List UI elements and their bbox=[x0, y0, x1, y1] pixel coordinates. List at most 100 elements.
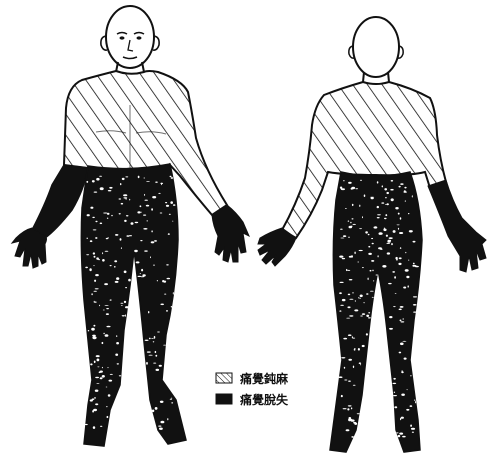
speckle bbox=[109, 187, 112, 189]
speckle bbox=[170, 201, 173, 204]
legend-item-solid: 痛覺脫失 bbox=[216, 392, 289, 407]
speckle bbox=[394, 392, 395, 393]
speckle bbox=[360, 295, 363, 298]
speckle bbox=[170, 176, 172, 177]
speckle bbox=[385, 197, 387, 198]
speckle bbox=[362, 313, 365, 315]
speckle bbox=[407, 389, 408, 390]
speckle bbox=[166, 205, 169, 207]
speckle bbox=[350, 222, 351, 224]
speckle bbox=[100, 426, 102, 427]
back-view-figure bbox=[258, 17, 486, 452]
speckle bbox=[111, 215, 112, 216]
speckle bbox=[95, 221, 97, 222]
speckle bbox=[155, 351, 157, 353]
speckle bbox=[151, 338, 154, 339]
speckle bbox=[171, 306, 172, 308]
speckle bbox=[137, 211, 140, 213]
speckle bbox=[94, 301, 95, 303]
speckle bbox=[398, 228, 399, 230]
speckle bbox=[368, 253, 372, 255]
speckle bbox=[341, 357, 345, 358]
speckle bbox=[366, 333, 368, 335]
speckle bbox=[377, 181, 379, 183]
front-left-forearm-analgesia bbox=[32, 165, 88, 238]
speckle bbox=[108, 394, 111, 396]
speckle bbox=[403, 318, 404, 319]
speckle bbox=[400, 343, 404, 346]
speckle bbox=[85, 424, 88, 425]
speckle bbox=[129, 199, 130, 201]
speckle bbox=[372, 243, 374, 245]
speckle bbox=[160, 304, 164, 306]
speckle bbox=[146, 362, 148, 365]
speckle bbox=[401, 321, 405, 322]
speckle bbox=[116, 335, 117, 337]
speckle bbox=[391, 243, 393, 245]
front-left-hand-analgesia bbox=[12, 228, 47, 268]
speckle bbox=[157, 280, 158, 281]
speckle bbox=[379, 232, 383, 235]
speckle bbox=[348, 405, 352, 406]
speckle bbox=[391, 198, 394, 201]
legend-swatch-hatched bbox=[216, 373, 232, 383]
speckle bbox=[95, 377, 99, 378]
speckle bbox=[95, 237, 97, 239]
speckle bbox=[412, 195, 413, 197]
speckle bbox=[389, 328, 393, 330]
speckle bbox=[387, 252, 390, 254]
speckle bbox=[371, 197, 374, 199]
speckle bbox=[392, 271, 395, 273]
speckle bbox=[387, 203, 389, 205]
speckle bbox=[94, 291, 97, 292]
speckle bbox=[352, 218, 354, 219]
speckle bbox=[166, 310, 168, 312]
speckle bbox=[358, 348, 360, 351]
speckle bbox=[171, 402, 173, 403]
speckle bbox=[386, 243, 390, 244]
speckle bbox=[359, 205, 360, 207]
speckle bbox=[151, 208, 153, 210]
speckle bbox=[93, 229, 97, 230]
speckle bbox=[397, 225, 400, 226]
speckle bbox=[342, 258, 345, 259]
speckle bbox=[153, 265, 155, 266]
speckle bbox=[376, 275, 378, 276]
speckle bbox=[103, 333, 104, 334]
speckle bbox=[140, 273, 141, 274]
speckle bbox=[358, 262, 359, 263]
speckle bbox=[345, 208, 347, 209]
speckle bbox=[349, 256, 352, 258]
speckle bbox=[138, 176, 140, 179]
speckle bbox=[158, 426, 161, 427]
speckle bbox=[405, 269, 409, 272]
speckle bbox=[402, 341, 406, 342]
speckle bbox=[342, 299, 346, 301]
speckle bbox=[358, 297, 359, 298]
speckle bbox=[109, 380, 113, 382]
speckle bbox=[88, 330, 89, 331]
speckle bbox=[359, 228, 362, 229]
speckle bbox=[366, 315, 369, 317]
speckle bbox=[404, 191, 407, 192]
speckle bbox=[340, 238, 344, 239]
speckle bbox=[351, 407, 352, 409]
speckle bbox=[102, 342, 104, 344]
speckle bbox=[144, 250, 148, 251]
speckle bbox=[95, 403, 98, 405]
speckle bbox=[124, 271, 127, 274]
speckle bbox=[122, 178, 125, 180]
speckle bbox=[415, 401, 416, 403]
speckle bbox=[364, 194, 366, 197]
speckle bbox=[406, 276, 409, 278]
speckle bbox=[414, 400, 415, 401]
speckle bbox=[349, 417, 352, 419]
speckle bbox=[106, 387, 108, 388]
speckle bbox=[401, 417, 404, 419]
speckle bbox=[339, 256, 343, 258]
speckle bbox=[348, 381, 351, 382]
speckle bbox=[359, 362, 361, 364]
speckle bbox=[340, 305, 344, 306]
speckle bbox=[354, 309, 358, 311]
speckle bbox=[155, 182, 158, 183]
